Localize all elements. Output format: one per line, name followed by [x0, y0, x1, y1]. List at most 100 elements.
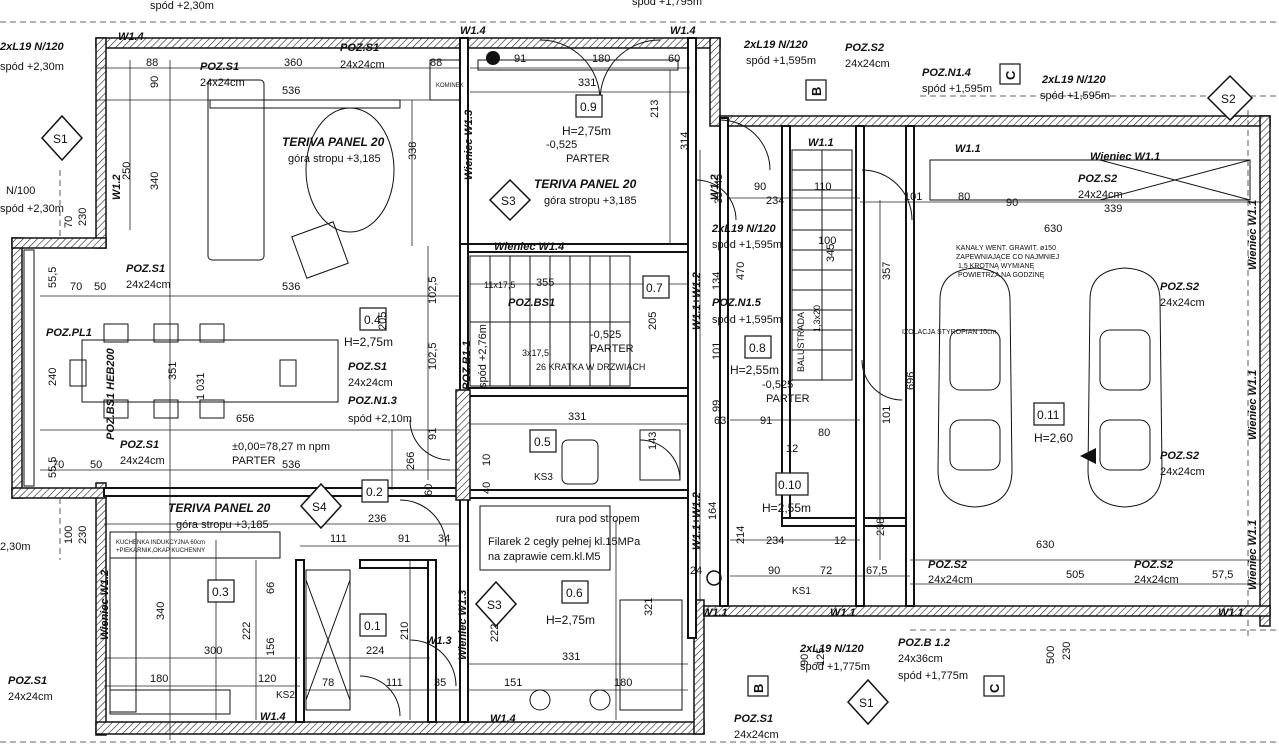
dim-label: 125: [815, 648, 827, 666]
dim-label: 222: [241, 622, 253, 640]
dim-label: 505: [1066, 569, 1084, 581]
label: Wieniec W1.1: [1247, 520, 1259, 590]
section-letters: S1 S2 S3 S4 S3 S1 B C B C: [53, 70, 1236, 710]
section-label: S2: [1221, 92, 1236, 106]
dim-label: 80: [958, 191, 970, 203]
dim-label: 90: [1006, 197, 1018, 209]
label: PARTER: [590, 343, 634, 355]
dim-label: 234: [766, 195, 784, 207]
dim-label: 57,5: [1212, 569, 1233, 581]
label: spód +1,595m: [712, 314, 782, 326]
dim-label: 180: [592, 53, 610, 65]
dim-label: 143: [647, 432, 659, 450]
room-number: 0.1: [364, 619, 381, 633]
dim-label: 55,5: [47, 457, 59, 478]
dim-label: 536: [282, 281, 300, 293]
label: POZ.S2: [1160, 281, 1199, 293]
section-s4-marker: [299, 482, 343, 530]
section-label: S3: [487, 598, 502, 612]
labels: spód +2,30m spód +1,795m W1.4 W1.4 W1.4 …: [0, 0, 1259, 741]
dim-label: 314: [679, 132, 691, 150]
section-label: S1: [859, 696, 874, 710]
label: Filarek 2 cegły pełnej kl.15MPa: [488, 536, 641, 548]
dim-label: 72: [820, 565, 832, 577]
section-markers: [40, 63, 1254, 726]
dim-label: 351: [167, 362, 179, 380]
label: spód +1,775m: [898, 670, 968, 682]
label: spód +1,595m: [922, 83, 992, 95]
label: 3x17,5: [522, 348, 549, 358]
label: KANAŁY WENT. GRAWIT. ø150: [956, 245, 1056, 252]
stairs-garage: [791, 149, 853, 381]
inner-walls: [103, 37, 915, 723]
label: W1.4: [460, 25, 486, 37]
label: 2,30m: [0, 541, 31, 553]
dim-label: 50: [94, 281, 106, 293]
label: spód +1,775m: [800, 661, 870, 673]
label: PARTER: [232, 455, 276, 467]
dim-label: 266: [405, 452, 417, 470]
label: ±0,00=78,27 m npm: [232, 441, 330, 453]
label: KUCHENKA INDUKCYJNA 60cm: [116, 540, 205, 546]
room-number: 0.2: [366, 485, 383, 499]
label: spód +2,30m: [0, 203, 64, 215]
dim-label: 111: [330, 533, 347, 545]
label: POZ.S2: [928, 559, 967, 571]
dim-label: 60: [668, 53, 680, 65]
label: POWIETRZA NA GODZINĘ: [958, 272, 1045, 279]
dim-label: 213: [649, 100, 661, 118]
label: 24x24cm: [1160, 466, 1205, 478]
label: POZ.S1: [340, 42, 379, 54]
dim-label: 357: [881, 262, 893, 280]
label: Wieniec W1.1: [1247, 370, 1259, 440]
label: POZ.B 1.2: [898, 637, 950, 649]
section-label: C: [987, 683, 1002, 693]
dim-label: 91: [514, 53, 526, 65]
label: POZ.N1.5: [712, 297, 762, 309]
room-height: H=2,75m: [546, 613, 595, 627]
section-s3-marker: [488, 178, 532, 222]
label: Wieniec W1.3: [457, 590, 469, 660]
dim-label: 210: [399, 622, 411, 640]
dim-label: 1 031: [195, 372, 207, 400]
label: POZ.S2: [1134, 559, 1173, 571]
label: rura pod stropem: [556, 513, 640, 525]
label: POZ.S2: [1078, 173, 1117, 185]
section-s1-marker: [40, 114, 84, 162]
dim-label: 55,5: [47, 267, 59, 288]
section-c-marker-top: [999, 63, 1021, 85]
dim-label: 340: [149, 172, 161, 190]
dim-label: 90: [149, 76, 161, 88]
dim-label: 696: [905, 372, 917, 390]
label: W1.1: [1218, 607, 1244, 619]
label: W1.4: [118, 31, 144, 43]
dim-label: 90: [768, 565, 780, 577]
room-height: H=2,55m: [762, 501, 811, 515]
grid-lines: [0, 21, 1279, 743]
label: Wieniec W1.4: [494, 241, 564, 253]
label: +PIEKARNIK,OKAP KUCHENNY: [116, 548, 205, 554]
furniture: [23, 39, 1251, 717]
label: 24x24cm: [1134, 574, 1179, 586]
label: KOMINEK: [436, 83, 464, 89]
dim-label: 156: [265, 638, 277, 656]
dim-label: 35: [713, 192, 725, 204]
label: 2xL19 N/120: [743, 39, 808, 51]
label: IZOLACJA STYROPIAN 10cm: [902, 329, 997, 336]
label: -0,525: [590, 329, 621, 341]
label: PARTER: [766, 393, 810, 405]
car-right: [1087, 267, 1163, 508]
section-s2-marker: [1206, 74, 1254, 122]
label: spód +2,76m: [477, 324, 489, 388]
dim-label: 331: [578, 77, 596, 89]
dim-label: 35: [434, 677, 446, 689]
label: góra stropu +3,185: [176, 519, 269, 531]
label: W1.1: [830, 607, 856, 619]
label: -0,525: [546, 139, 577, 151]
label: 1,5 KROTNĄ WYMIANĘ: [958, 263, 1035, 270]
dim-label: 656: [236, 413, 254, 425]
room-boxes: [207, 94, 1065, 637]
section-b-marker-top: [805, 79, 827, 101]
label: KS2: [276, 690, 295, 701]
